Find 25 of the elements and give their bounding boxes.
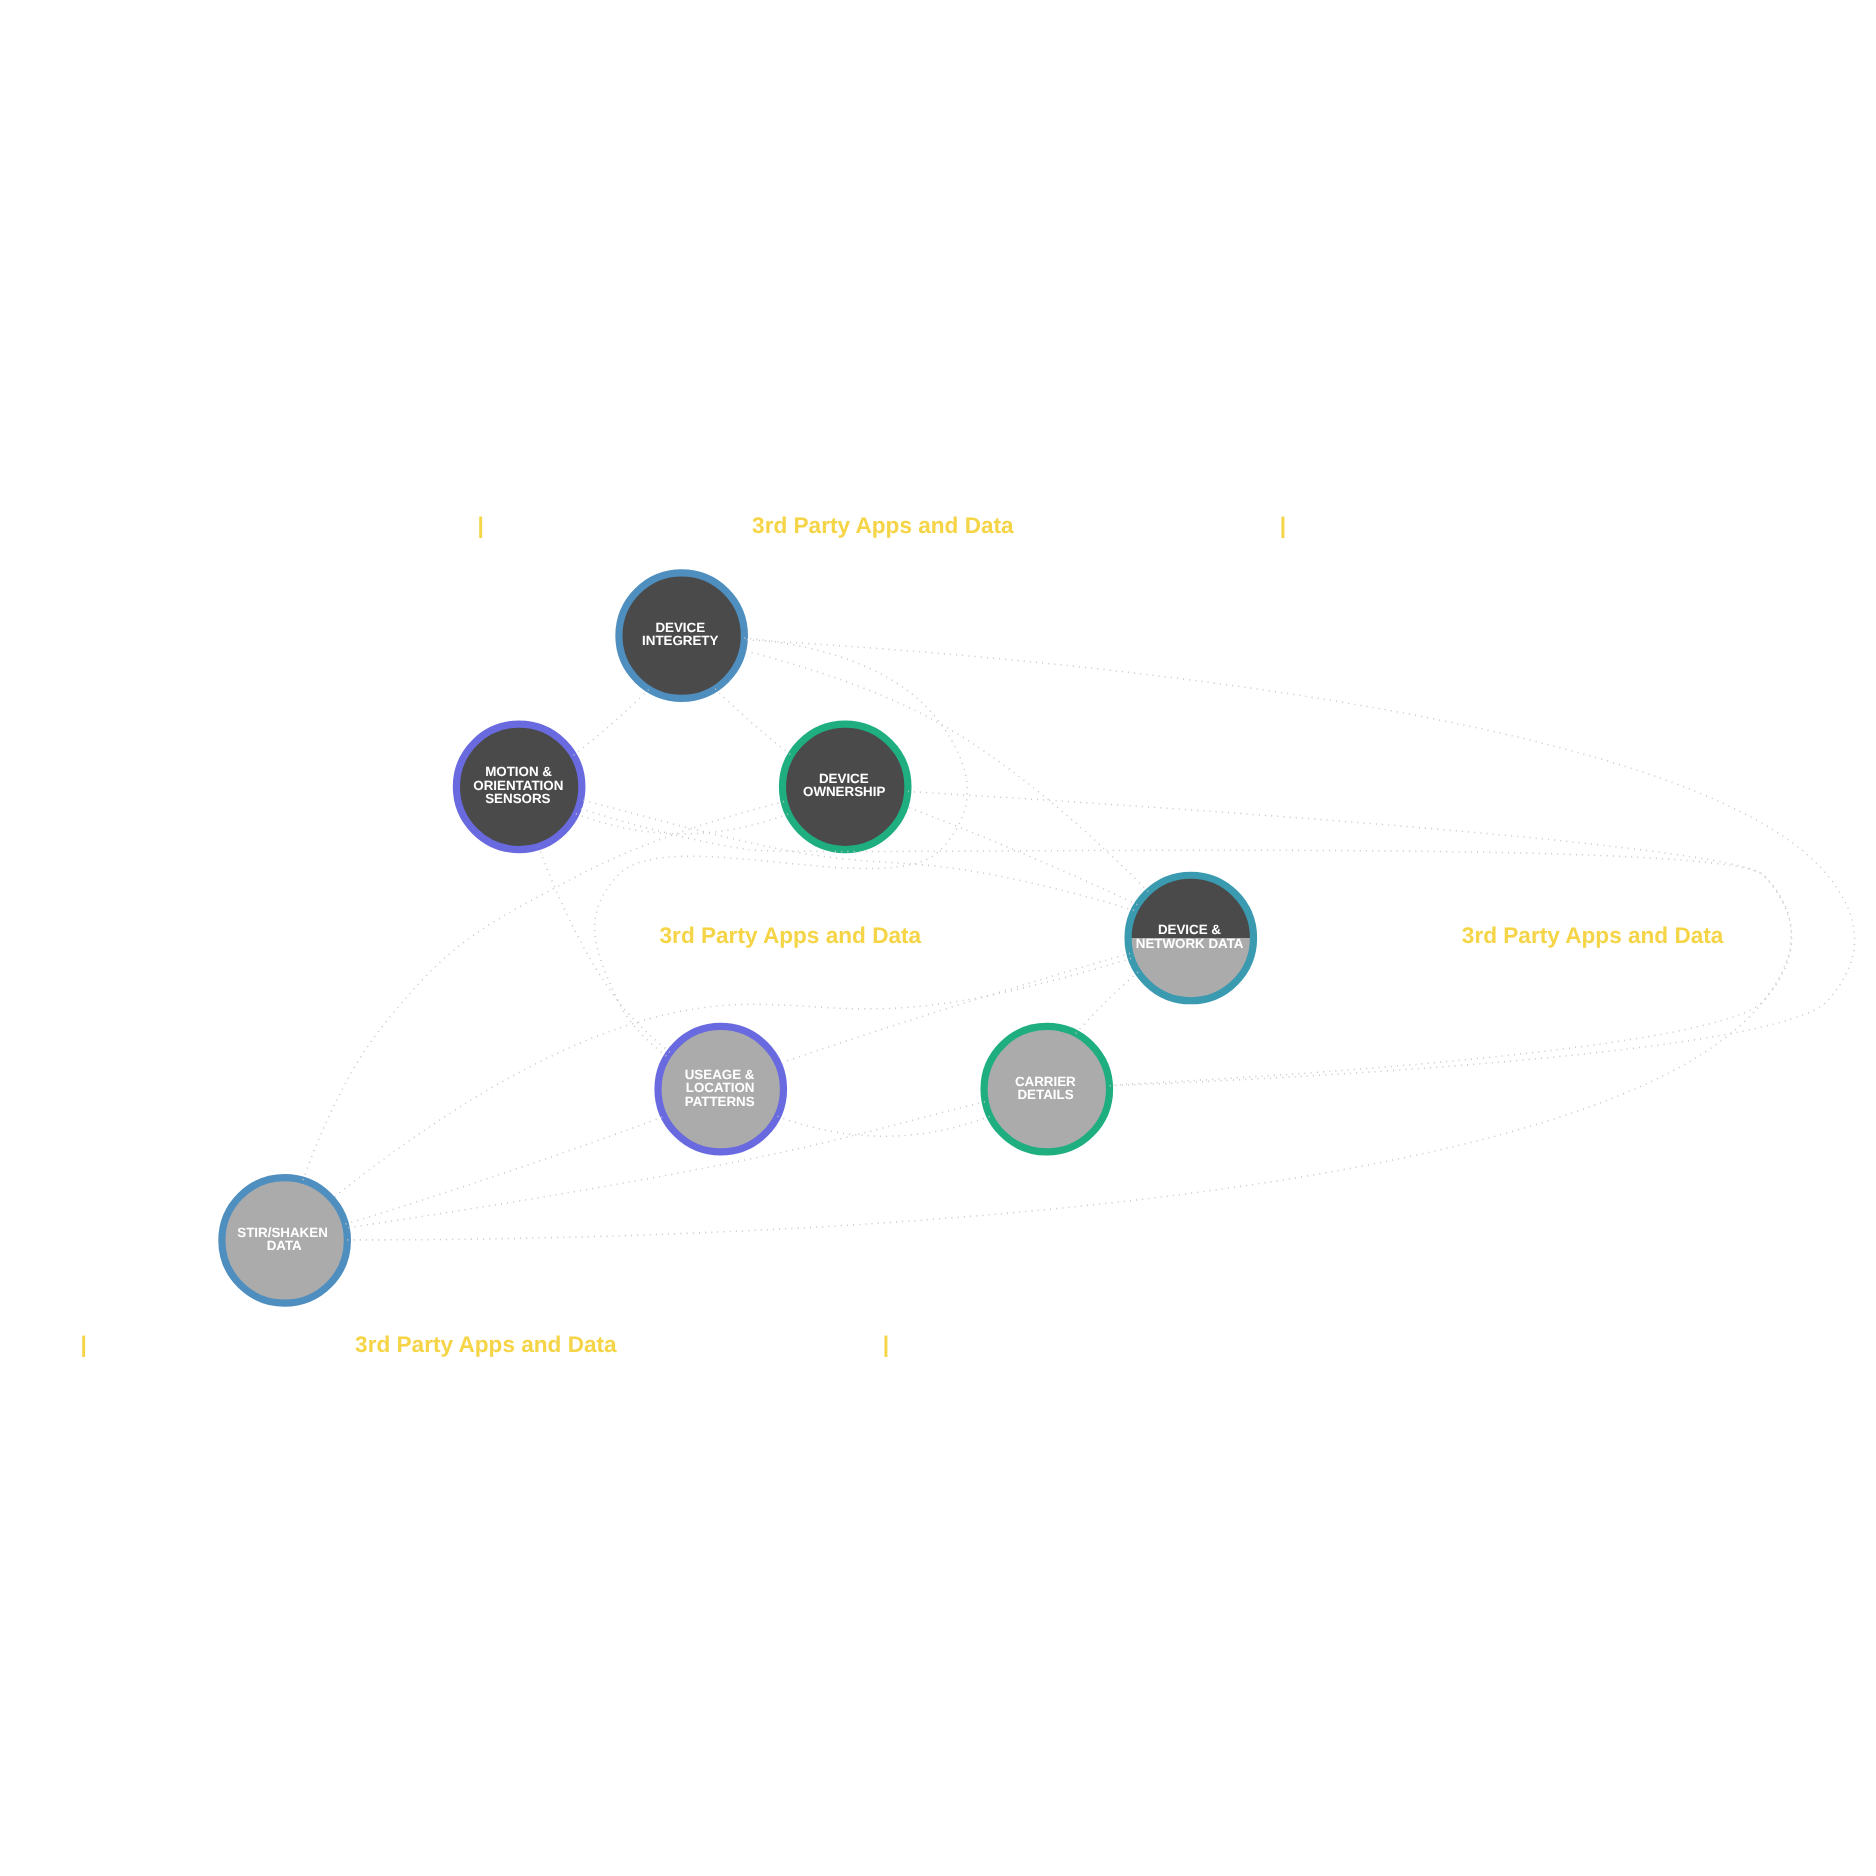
connector [743, 638, 1856, 1087]
connector [331, 957, 1132, 1200]
connector [579, 798, 1135, 912]
connector [345, 1101, 986, 1229]
connector [907, 790, 1793, 1086]
connector [302, 800, 785, 1181]
connector [742, 649, 1149, 893]
label: | [1279, 515, 1287, 540]
connector [904, 805, 1139, 906]
connector [1074, 971, 1139, 1035]
label: 3rd Party Apps and Data [1461, 924, 1724, 949]
connector [572, 688, 650, 756]
connector [575, 813, 790, 835]
connector [714, 688, 792, 756]
label: | [80, 1334, 87, 1359]
connector [344, 1115, 665, 1225]
label: 3rd Party Apps and Data [355, 1334, 617, 1359]
label: | [477, 515, 484, 540]
connector [593, 637, 968, 1058]
label: 3rd Party Apps and Data [752, 515, 1014, 540]
label: | [882, 1334, 890, 1359]
connector [346, 807, 1792, 1241]
connector [776, 1115, 991, 1138]
connector [777, 952, 1131, 1065]
label: 3rd Party Apps and Data [659, 924, 922, 949]
